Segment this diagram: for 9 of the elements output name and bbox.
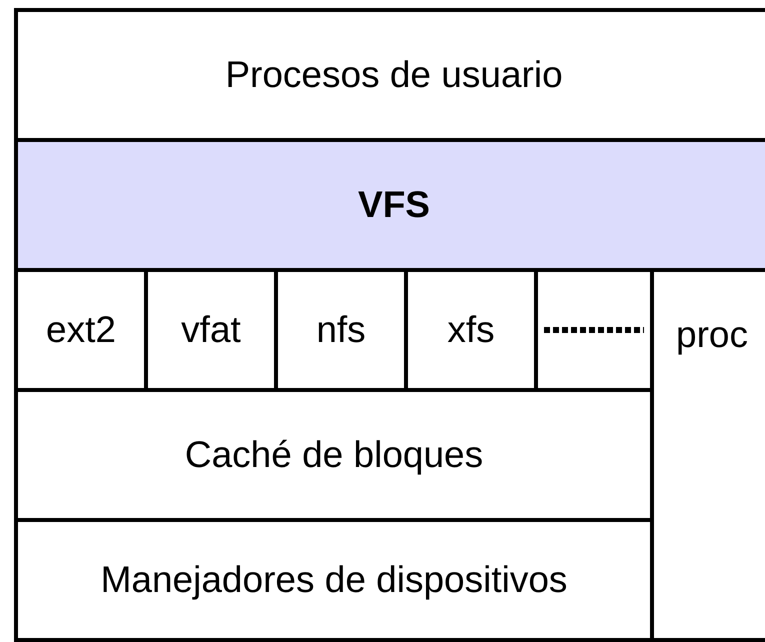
layer-label: Procesos de usuario [225, 54, 563, 96]
layer-label: vfat [181, 309, 241, 351]
layer-title: VFS [358, 184, 430, 226]
layer-label: xfs [447, 309, 495, 351]
layer-label: Caché de bloques [184, 434, 484, 476]
layer-label: ext2 [46, 309, 116, 351]
layer-label: proc [676, 314, 748, 356]
layer-label: nfs [316, 309, 366, 351]
layer-label: Manejadores de dispositivos [100, 559, 568, 601]
